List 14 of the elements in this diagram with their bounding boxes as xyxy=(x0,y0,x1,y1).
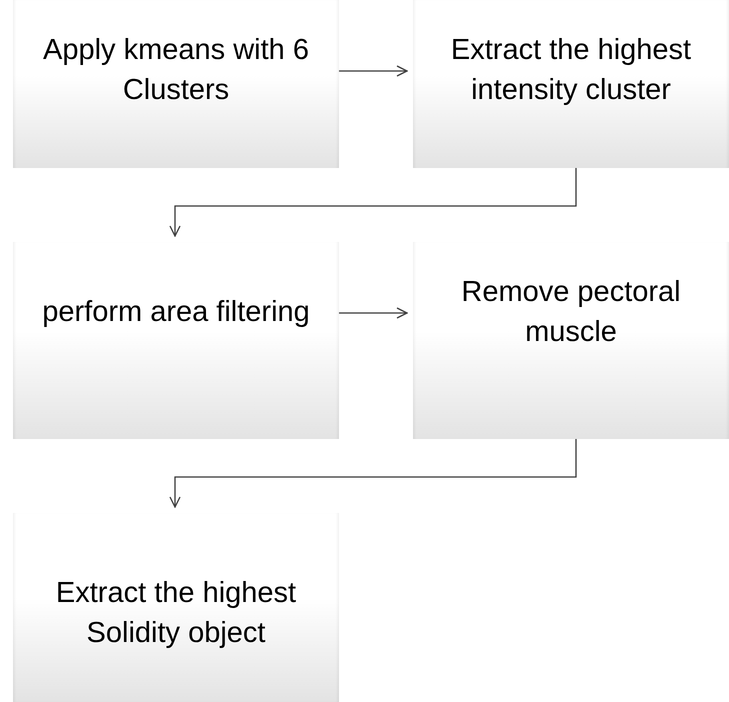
step-text: Remove pectoral muscle xyxy=(460,275,682,350)
step-text: Extract the highest intensity cluster xyxy=(450,33,692,108)
process-box xyxy=(13,0,339,168)
process-box xyxy=(413,0,729,168)
arrow xyxy=(339,307,408,319)
step-text: Apply kmeans with 6 Clusters xyxy=(42,33,310,108)
process-box xyxy=(13,242,339,439)
arrow xyxy=(169,439,577,508)
process-box xyxy=(13,513,339,702)
arrow xyxy=(169,168,577,237)
process-box xyxy=(413,242,729,439)
arrow xyxy=(339,65,408,77)
step-text: Extract the highest Solidity object xyxy=(54,576,298,651)
step-text: perform area filtering xyxy=(42,295,310,330)
